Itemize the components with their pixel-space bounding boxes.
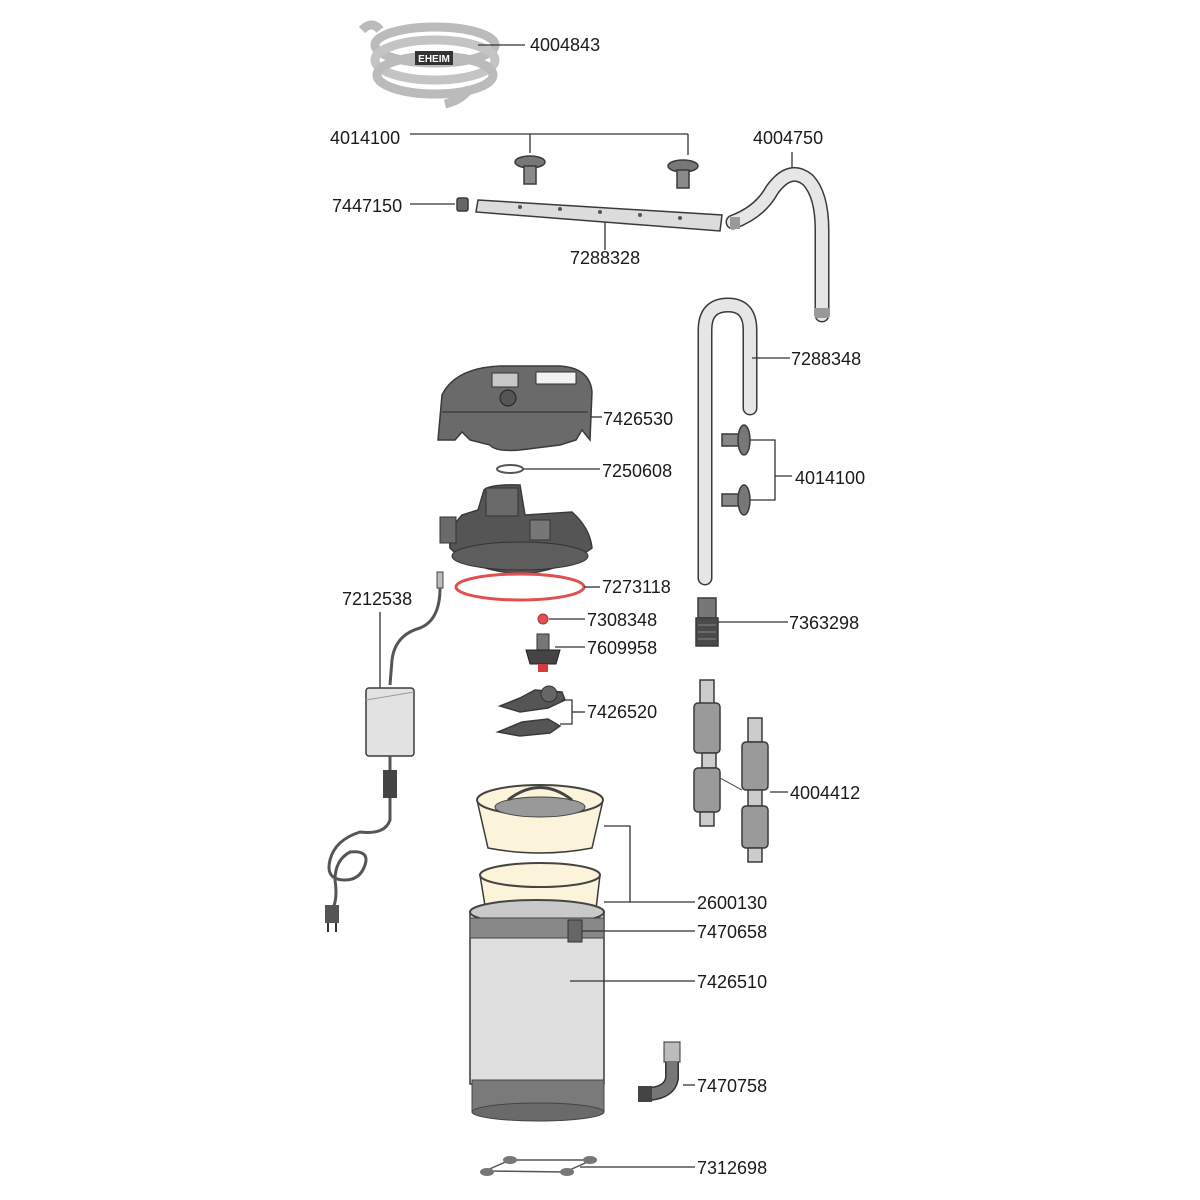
impeller-part (525, 633, 561, 672)
pump-head-part (439, 484, 593, 575)
power-supply-part (325, 571, 444, 932)
hose-brand-band (415, 51, 453, 65)
label-end-cap: 7447150 (332, 196, 402, 216)
label-impeller-cover: 7426520 (587, 702, 657, 722)
intake-strainer-part (695, 597, 719, 647)
suction-cup-side-lower (721, 484, 751, 516)
suction-cup-side-upper (721, 424, 751, 456)
label-intake-tube: 7288348 (791, 349, 861, 369)
label-spray-bar: 7288328 (570, 248, 640, 268)
canister-part (469, 899, 605, 1122)
sealing-ring-part (454, 572, 586, 602)
hose-brand-text: EHEIM (418, 54, 450, 65)
label-power-supply: 7212538 (342, 589, 412, 609)
label-intake-strainer: 7363298 (789, 613, 859, 633)
clip-part (567, 919, 583, 943)
hose-part: EHEIM (358, 20, 500, 109)
label-filter-baskets: 2600130 (697, 893, 767, 913)
label-suction-cups-side: 4014100 (795, 468, 865, 488)
feet-part (480, 1156, 597, 1176)
head-cover-part (437, 365, 593, 452)
bearing-part (537, 613, 549, 625)
double-tap-part (693, 679, 769, 863)
outlet-bend-part (725, 166, 830, 323)
label-double-tap: 4004412 (790, 783, 860, 803)
label-sealing-ring: 7273118 (602, 577, 671, 597)
filter-basket-top (476, 784, 604, 854)
label-hose: 4004843 (530, 35, 600, 55)
label-elbow-connector: 7470758 (697, 1076, 767, 1096)
label-suction-cups-top: 4014100 (330, 128, 400, 148)
label-head-cover: 7426530 (603, 409, 673, 429)
label-impeller: 7609958 (587, 638, 657, 658)
label-feet: 7312698 (697, 1158, 767, 1178)
end-cap-part (456, 197, 469, 212)
label-outlet-bend: 4004750 (753, 128, 823, 148)
label-bearing: 7308348 (587, 610, 657, 630)
label-small-o-ring: 7250608 (602, 461, 672, 481)
suction-cup-top-left (514, 155, 546, 185)
label-canister: 7426510 (697, 972, 767, 992)
impeller-cover-part (495, 685, 566, 737)
suction-cup-top-right (667, 159, 699, 189)
elbow-connector-part (638, 1041, 681, 1102)
spray-bar-part (475, 199, 723, 232)
small-o-ring-part (496, 464, 524, 474)
label-clip: 7470658 (697, 922, 767, 942)
